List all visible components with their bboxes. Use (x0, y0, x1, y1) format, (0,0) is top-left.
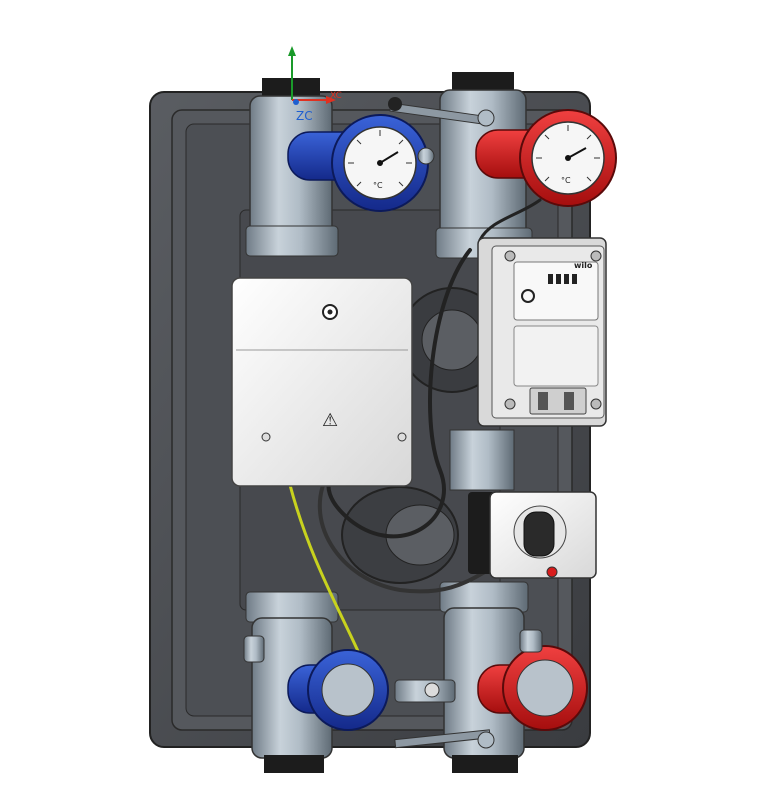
controller-dial-icon (521, 289, 535, 303)
right-gauge-unit: °C (561, 176, 571, 185)
cover-screw-right (397, 432, 407, 442)
cables (288, 198, 542, 662)
z-axis-point-icon (293, 99, 299, 105)
controller-led-row (548, 274, 577, 284)
blue-ball-valve (287, 649, 389, 731)
mixing-valve-actuator (468, 491, 597, 579)
pump-brand-label: wilo (574, 261, 593, 270)
pump-cover-box: ⚠ (231, 277, 413, 487)
axis-triad: ZC XC (288, 46, 342, 123)
cover-screw-left (261, 432, 271, 442)
right-gauge-ticks (536, 125, 600, 182)
left-gauge-needle (379, 151, 399, 164)
red-thermometer-valve: °C (475, 109, 617, 207)
z-axis-label: ZC (296, 109, 313, 123)
actuator-release-button (546, 566, 558, 578)
left-gauge-unit: °C (373, 181, 383, 190)
red-ball-valve (477, 645, 588, 731)
actuator-knob (523, 511, 555, 557)
left-gauge-ticks (348, 130, 412, 187)
warning-symbol: ⚠ (322, 410, 338, 431)
bypass-rods (388, 97, 495, 749)
x-axis-arrow-icon (326, 96, 336, 104)
pump-controller-head: wilo (477, 237, 607, 427)
y-axis-arrow-icon (288, 46, 296, 56)
right-gauge-needle (567, 147, 587, 159)
side-fittings (243, 147, 543, 663)
blue-thermometer-valve: °C (287, 114, 429, 212)
x-axis-label: XC (330, 91, 342, 101)
